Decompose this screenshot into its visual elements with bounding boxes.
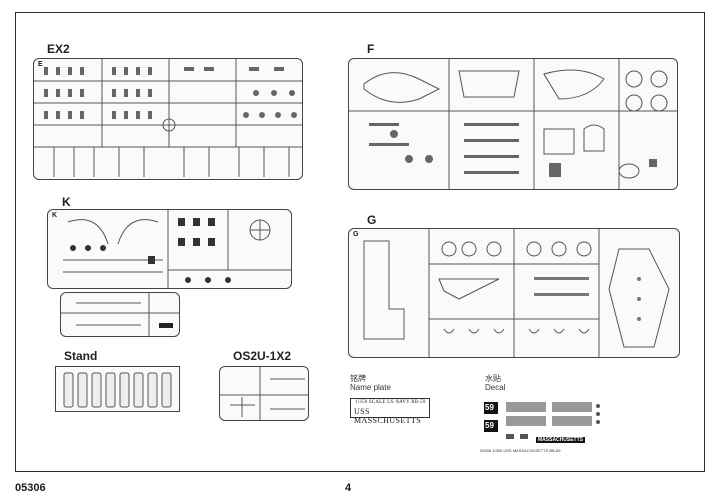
sprue-g: G [348, 228, 680, 358]
decal-caption-en: Decal [485, 383, 506, 392]
sprue-label-stand: Stand [64, 349, 98, 363]
decal-sheet: 59 59 MASSACHUSETTS 05306 1/350 USS MASS… [480, 398, 610, 458]
sprue-g-corner-letter: G [353, 231, 359, 238]
sprue-os2u-drawing [220, 367, 308, 420]
decal-hull-number-bottom: 59 [485, 421, 494, 430]
sprue-label-os2u: OS2U-1X2 [233, 349, 292, 363]
sprue-ex2: E [33, 58, 303, 180]
sprue-k-lower-drawing [61, 293, 179, 336]
sprue-g-drawing [363, 229, 670, 357]
name-plate: 1/350 SCALE US NAVY BB-59 USS MASSCHUSET… [350, 398, 430, 425]
product-code: 05306 [15, 482, 46, 494]
page-border [15, 12, 705, 472]
sprue-k: K [47, 209, 292, 289]
sprue-label-ex2: EX2 [47, 42, 70, 56]
stand-sprue [55, 366, 180, 412]
sprue-k-drawing [63, 210, 291, 288]
name-plate-scale-line: 1/350 SCALE US NAVY BB-59 [355, 400, 426, 405]
decal-ship-name: MASSACHUSETTS [536, 437, 586, 443]
sprue-os2u [219, 366, 309, 421]
decal-caption-cn: 水贴 [485, 374, 501, 383]
sprue-label-k: K [62, 195, 71, 209]
name-plate-ship-name: USS MASSCHUSETTS [354, 407, 422, 425]
sprue-label-g: G [367, 213, 377, 227]
stand-drawing [63, 372, 172, 408]
decal-sheet-drawing [484, 402, 600, 439]
sprue-ex2-drawing [34, 59, 302, 177]
sprue-k-lower [60, 292, 180, 337]
name-plate-caption-en: Name plate [350, 383, 391, 392]
sprue-ex2-corner-letter: E [38, 61, 43, 68]
sprue-label-f: F [367, 42, 375, 56]
name-plate-caption-cn: 铭牌 [350, 374, 366, 383]
sprue-k-corner-letter: K [52, 212, 58, 219]
decal-sheet-caption: 05306 1/350 USS MASSACHUSETTS BB-59 [480, 448, 561, 453]
decal-hull-number-top: 59 [485, 403, 494, 412]
sprue-f-drawing [349, 59, 677, 189]
page-number: 4 [345, 482, 352, 494]
sprue-f [348, 58, 678, 190]
